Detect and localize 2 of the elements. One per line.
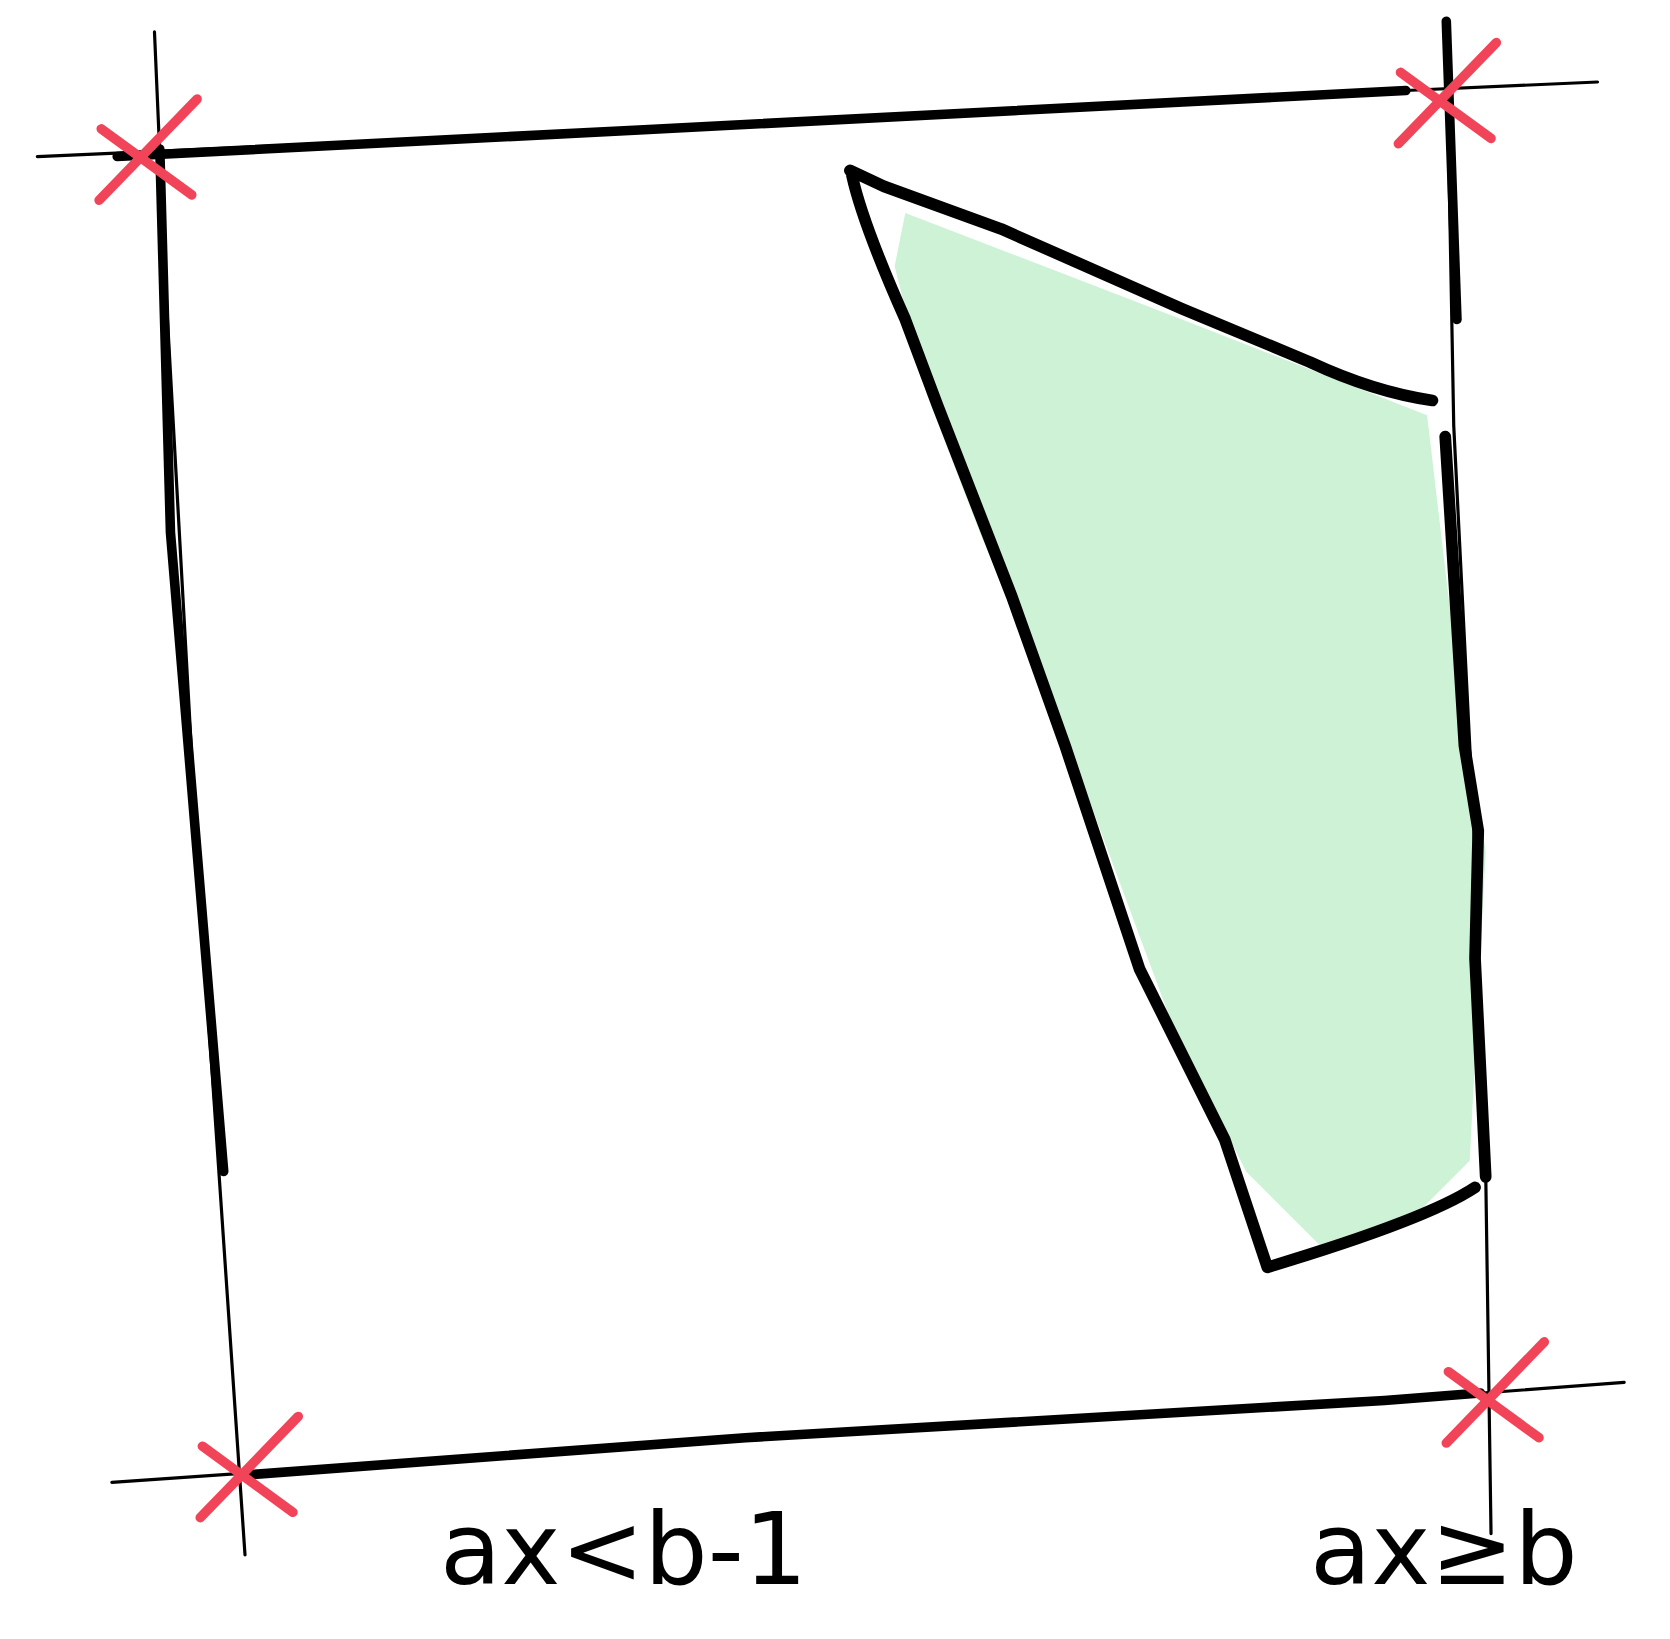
condition-label: ax≥b [1310, 1500, 1578, 1600]
condition-label: ax<b-1 [440, 1500, 808, 1600]
